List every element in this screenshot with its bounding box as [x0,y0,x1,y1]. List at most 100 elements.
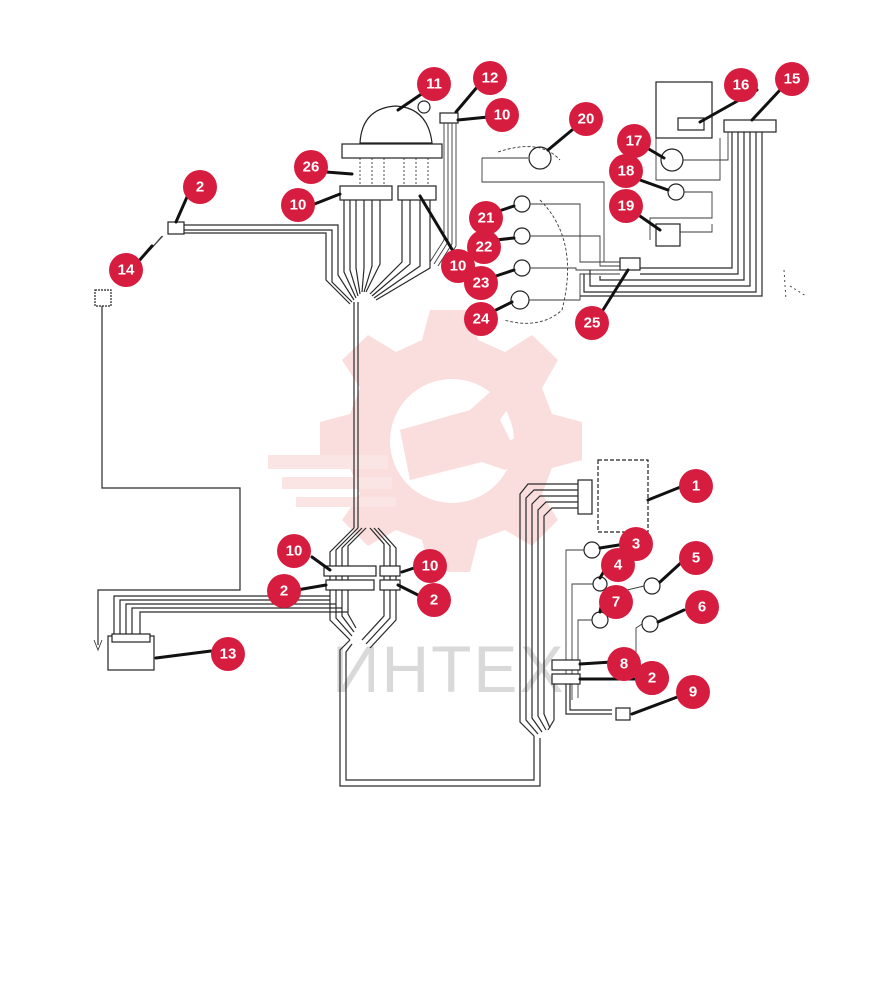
wiring [93,81,807,787]
lamp-18 [667,183,685,201]
top-bus-bar [341,143,443,159]
callout-4: 4 [601,548,635,582]
svg-text:4: 4 [614,557,623,574]
watermark-text: ИНТЕХ [332,632,565,706]
svg-text:15: 15 [784,71,801,88]
svg-text:2: 2 [430,592,438,609]
callout-13: 13 [211,637,245,671]
callout-18: 18 [609,154,643,188]
mid-connector-10-right [379,565,401,577]
callout-24: 24 [464,302,498,336]
connector-15 [723,119,777,133]
callout-16: 16 [724,68,758,102]
lamp-17 [660,148,684,172]
lamp-24 [510,290,530,310]
svg-text:10: 10 [286,543,303,560]
watermark-speed-line [268,455,388,469]
top-connector-right [397,185,437,201]
svg-text:3: 3 [632,536,640,553]
svg-text:1: 1 [692,478,700,495]
unit-13-top [111,633,151,643]
svg-text:23: 23 [473,275,490,292]
callout-21: 21 [469,201,503,235]
svg-text:17: 17 [626,133,643,150]
dome-bulb [417,100,431,114]
svg-text:16: 16 [733,77,750,94]
svg-text:8: 8 [620,656,628,673]
svg-text:22: 22 [476,239,493,256]
svg-text:20: 20 [578,111,595,128]
svg-text:11: 11 [426,76,442,93]
component-16 [677,117,705,131]
svg-text:14: 14 [118,262,135,279]
watermark-speed-line [282,477,392,489]
mid-connector-2-left [325,579,375,591]
callout-19: 19 [609,189,643,223]
callout-10: 10 [485,98,519,132]
top-connector-12 [439,112,459,124]
lamp-22 [513,227,531,245]
watermark-logo [268,310,582,572]
watermark-gear [320,310,582,572]
callout-2: 2 [635,661,669,695]
callout-2: 2 [417,583,451,617]
svg-text:9: 9 [689,684,697,701]
svg-text:10: 10 [290,197,307,214]
callout-6: 6 [685,590,719,624]
top-connector-left [339,185,393,201]
callout-2: 2 [267,574,301,608]
callout-5: 5 [679,541,713,575]
callout-10: 10 [413,549,447,583]
svg-text:13: 13 [220,646,237,663]
callout-7: 7 [599,585,633,619]
callout-10: 10 [277,534,311,568]
callout-11: 11 [417,67,451,101]
connector-25 [619,257,641,271]
module-1-connector [577,479,593,515]
component-20 [528,146,552,170]
callout-14: 14 [109,253,143,287]
leader-lines [136,84,782,716]
svg-text:2: 2 [280,583,288,600]
callout-2: 2 [183,170,217,204]
svg-text:10: 10 [422,558,439,575]
callout-1: 1 [679,469,713,503]
callout-15: 15 [775,62,809,96]
lamp-6 [641,615,659,633]
svg-text:10: 10 [494,107,511,124]
callout-10: 10 [281,188,315,222]
connector-9 [615,707,631,721]
svg-text:5: 5 [692,550,700,567]
lamp-5 [643,577,661,595]
connector-2-right [551,673,581,685]
watermark-wrench [400,392,532,480]
watermark-gear-hole [390,379,514,503]
callout-9: 9 [676,675,710,709]
svg-text:18: 18 [618,163,635,180]
mid-connector-10-left [323,565,377,577]
left-small-box [94,289,112,307]
svg-text:12: 12 [482,70,499,87]
svg-text:21: 21 [478,210,495,227]
svg-text:6: 6 [698,599,706,616]
callout-12: 12 [473,61,507,95]
callout-22: 22 [467,230,501,264]
component-19 [655,223,681,247]
lamp-21 [513,195,531,213]
svg-text:25: 25 [584,315,601,332]
watermark-speed-line [296,497,396,507]
svg-text:2: 2 [648,670,656,687]
svg-text:24: 24 [473,311,490,328]
callout-17: 17 [617,124,651,158]
connector-8 [551,659,581,671]
svg-text:26: 26 [303,159,320,176]
callout-20: 20 [569,102,603,136]
left-connector-2 [167,221,185,235]
dome-unit [359,105,433,144]
svg-text:2: 2 [196,179,204,196]
callout-25: 25 [575,306,609,340]
svg-text:10: 10 [450,258,467,275]
callout-26: 26 [294,150,328,184]
callout-23: 23 [464,266,498,300]
